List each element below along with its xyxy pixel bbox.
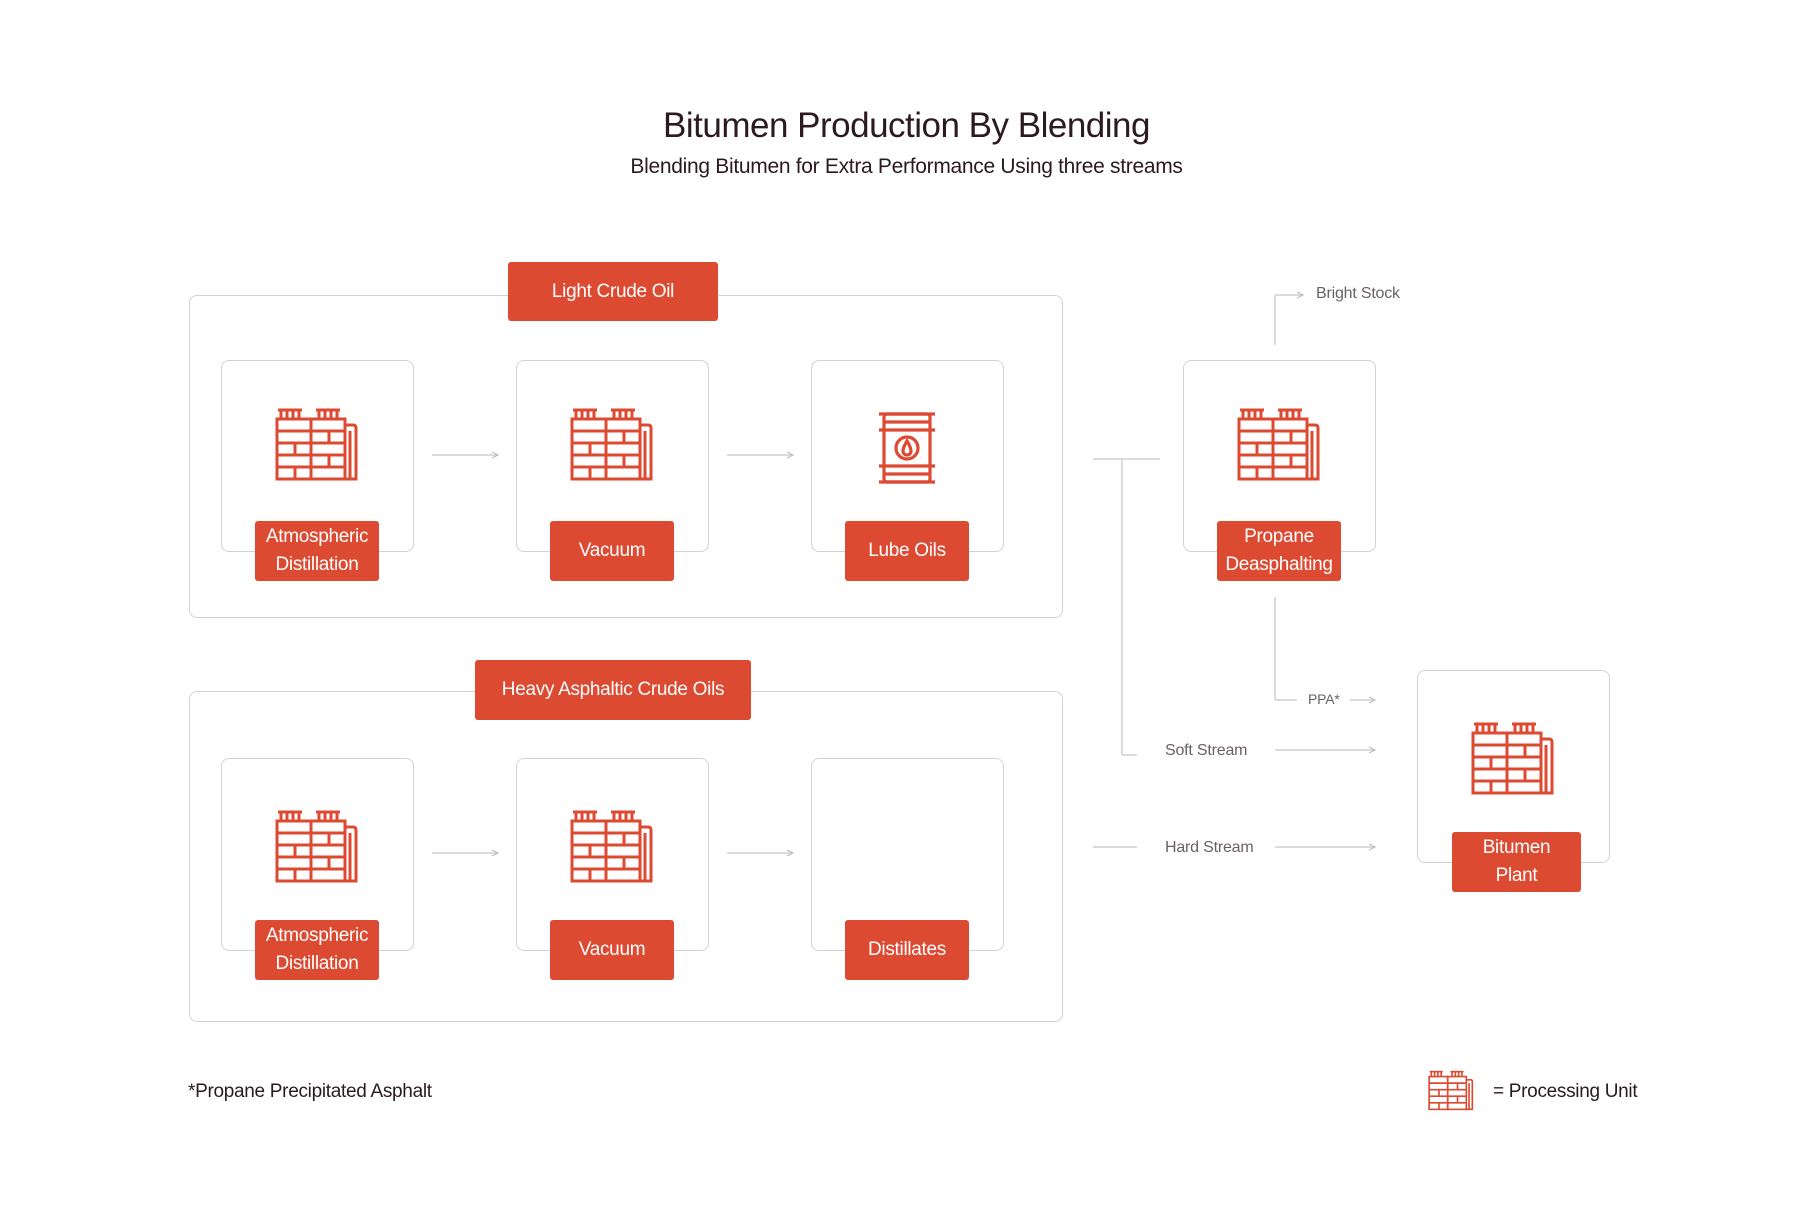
- bright-stock-label: Bright Stock: [1316, 285, 1400, 302]
- processing-unit-icon: [275, 408, 358, 481]
- processing-unit-icon: [1471, 722, 1554, 795]
- light-crude-header: Light Crude Oil: [508, 262, 718, 321]
- page-title: Bitumen Production By Blending: [663, 106, 1150, 145]
- hard-stream-label: Hard Stream: [1165, 839, 1254, 856]
- unit-card-bitumen-plant: [1417, 670, 1610, 863]
- unit-label-vacuum-1: Vacuum: [550, 521, 674, 581]
- processing-unit-icon: [570, 810, 653, 883]
- unit-card-distillates: [811, 758, 1004, 951]
- page-subtitle: Blending Bitumen for Extra Performance U…: [630, 155, 1183, 178]
- soft-stream-label: Soft Stream: [1165, 742, 1248, 759]
- processing-unit-icon: [1237, 408, 1320, 481]
- unit-card-vacuum-2: [516, 758, 709, 951]
- unit-label-propane-deasphalting: Propane Deasphalting: [1217, 521, 1341, 581]
- oil-barrel-icon: [879, 412, 935, 484]
- unit-card-propane-deasphalting: [1183, 360, 1376, 552]
- unit-card-vacuum-1: [516, 360, 709, 552]
- heavy-crude-header: Heavy Asphaltic Crude Oils: [475, 660, 751, 720]
- processing-unit-icon: [570, 408, 653, 481]
- unit-label-atmospheric-1: Atmospheric Distillation: [255, 521, 379, 581]
- unit-label-distillates: Distillates: [845, 920, 969, 980]
- footnote: *Propane Precipitated Asphalt: [188, 1081, 432, 1102]
- unit-label-atmospheric-2: Atmospheric Distillation: [255, 920, 379, 980]
- unit-card-atmospheric-1: [221, 360, 414, 552]
- legend-text: = Processing Unit: [1493, 1081, 1638, 1102]
- processing-unit-icon: [275, 810, 358, 883]
- ppa-label: PPA*: [1308, 691, 1340, 707]
- legend-processing-unit-icon: [1428, 1070, 1474, 1111]
- unit-card-lube-oils: [811, 360, 1004, 552]
- unit-label-vacuum-2: Vacuum: [550, 920, 674, 980]
- unit-label-bitumen-plant: Bitumen Plant: [1452, 832, 1581, 892]
- unit-card-atmospheric-2: [221, 758, 414, 951]
- unit-label-lube-oils: Lube Oils: [845, 521, 969, 581]
